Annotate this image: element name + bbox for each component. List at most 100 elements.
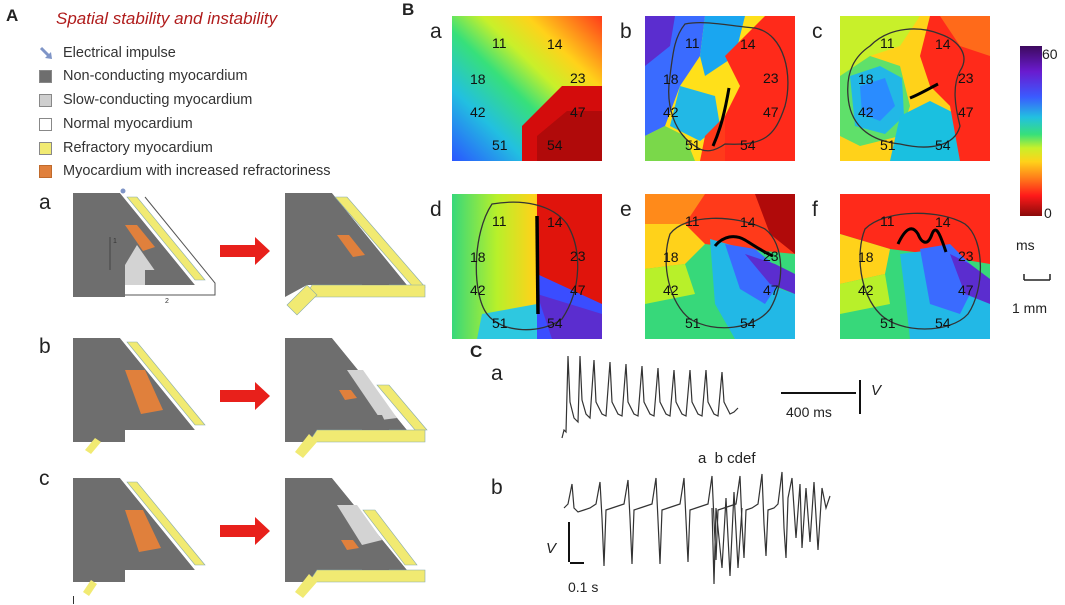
site-label: 23 bbox=[958, 70, 974, 86]
schematic-c-before bbox=[73, 478, 215, 596]
site-label: 14 bbox=[547, 214, 563, 230]
map-label-a: a bbox=[430, 20, 442, 43]
legend-swatch bbox=[39, 164, 52, 178]
site-label: 51 bbox=[880, 137, 896, 153]
legend-swatch bbox=[39, 93, 52, 107]
site-label: 51 bbox=[880, 315, 896, 331]
site-label: 18 bbox=[470, 249, 486, 265]
activation-map-d: 11 14 18 23 42 47 51 54 bbox=[452, 194, 602, 339]
schematic-b-after bbox=[285, 338, 428, 458]
site-label: 18 bbox=[470, 71, 486, 87]
site-label: 54 bbox=[935, 137, 951, 153]
tick-mark bbox=[73, 596, 74, 604]
site-label: 11 bbox=[492, 35, 507, 51]
site-label: 23 bbox=[570, 248, 586, 264]
arrow-icon bbox=[39, 46, 52, 59]
legend-swatch bbox=[39, 141, 52, 155]
panel-a-letter: A bbox=[6, 6, 19, 25]
reentry-schematics: 1 2 bbox=[73, 188, 428, 598]
ecg-trace-a bbox=[561, 355, 739, 439]
row-label-b: b bbox=[39, 335, 51, 358]
legend-item-increased: Myocardium with increased refractoriness bbox=[39, 161, 331, 181]
site-label: 23 bbox=[570, 70, 586, 86]
scale-bar bbox=[1023, 274, 1051, 281]
legend-label: Non-conducting myocardium bbox=[63, 68, 248, 84]
site-label: 14 bbox=[935, 214, 951, 230]
activation-map-b: 11 14 18 23 42 47 51 54 bbox=[645, 16, 795, 161]
activation-map-f: 11 14 18 23 42 47 51 54 bbox=[840, 194, 990, 339]
site-label: 54 bbox=[740, 137, 756, 153]
trace-label-a: a bbox=[491, 362, 503, 385]
site-label: 42 bbox=[663, 282, 679, 298]
impulse-dot bbox=[120, 188, 126, 194]
schematic-a-before: 1 2 bbox=[73, 188, 216, 305]
site-label: 11 bbox=[880, 213, 895, 229]
trace-label-b: b bbox=[491, 476, 503, 499]
map-label-b: b bbox=[620, 20, 632, 43]
site-label: 14 bbox=[740, 36, 756, 52]
site-label: 42 bbox=[663, 104, 679, 120]
legend-item-impulse: Electrical impulse bbox=[39, 43, 176, 63]
site-label: 42 bbox=[470, 104, 486, 120]
map-label-d: d bbox=[430, 198, 442, 221]
site-label: 54 bbox=[740, 315, 756, 331]
panel-a-title: Spatial stability and instability bbox=[56, 9, 278, 28]
panel-c-letter: C bbox=[470, 342, 483, 361]
time-scale-bar-a bbox=[781, 392, 856, 394]
colorbar-min-label: 0 bbox=[1044, 205, 1052, 221]
trace-markers: a b cdef bbox=[698, 450, 756, 467]
transition-arrow-c bbox=[220, 517, 270, 545]
site-label: 11 bbox=[685, 35, 700, 51]
voltage-scale-bar-b bbox=[568, 522, 570, 562]
site-label: 42 bbox=[858, 282, 874, 298]
site-label: 18 bbox=[663, 71, 679, 87]
map-label-f: f bbox=[812, 198, 818, 221]
site-label: 47 bbox=[570, 104, 586, 120]
schematic-c-after bbox=[285, 478, 427, 598]
row-label-c: c bbox=[39, 467, 50, 490]
legend-label: Slow-conducting myocardium bbox=[63, 92, 253, 108]
site-label: 47 bbox=[570, 282, 586, 298]
site-label: 23 bbox=[763, 248, 779, 264]
site-label: 47 bbox=[958, 104, 974, 120]
legend-swatch bbox=[39, 69, 52, 83]
time-scale-bar-b bbox=[570, 562, 584, 564]
site-label: 51 bbox=[685, 137, 701, 153]
legend-label: Normal myocardium bbox=[63, 116, 193, 132]
site-label: 18 bbox=[663, 249, 679, 265]
panel-b-letter: B bbox=[402, 0, 415, 19]
legend-item-slow: Slow-conducting myocardium bbox=[39, 90, 252, 110]
colorbar-max-label: 60 bbox=[1042, 46, 1058, 62]
path-label-1: 1 bbox=[113, 238, 117, 245]
legend-label: Myocardium with increased refractoriness bbox=[63, 163, 331, 179]
site-label: 18 bbox=[858, 71, 874, 87]
voltage-label-a: V bbox=[871, 382, 882, 399]
legend-item-normal: Normal myocardium bbox=[39, 114, 193, 134]
map-label-c: c bbox=[812, 20, 823, 43]
site-label: 47 bbox=[763, 282, 779, 298]
legend-swatch bbox=[39, 117, 52, 131]
site-label: 14 bbox=[740, 214, 756, 230]
site-label: 23 bbox=[763, 70, 779, 86]
site-label: 51 bbox=[685, 315, 701, 331]
activation-map-c: 11 14 18 23 42 47 51 54 bbox=[840, 16, 990, 161]
site-label: 23 bbox=[958, 248, 974, 264]
time-scale-label-a: 400 ms bbox=[786, 404, 832, 420]
site-label: 14 bbox=[547, 36, 563, 52]
voltage-label-b: V bbox=[546, 540, 557, 557]
site-label: 11 bbox=[492, 213, 507, 229]
legend-item-refractory: Refractory myocardium bbox=[39, 138, 213, 158]
site-label: 47 bbox=[958, 282, 974, 298]
activation-map-e: 11 14 18 23 42 47 51 54 bbox=[645, 194, 795, 339]
legend-item-nonconducting: Non-conducting myocardium bbox=[39, 66, 248, 86]
site-label: 14 bbox=[935, 36, 951, 52]
site-label: 51 bbox=[492, 315, 508, 331]
site-label: 47 bbox=[763, 104, 779, 120]
time-scale-label-b: 0.1 s bbox=[568, 579, 599, 595]
site-label: 54 bbox=[547, 137, 563, 153]
schematic-b-before bbox=[73, 338, 215, 454]
legend-label: Electrical impulse bbox=[63, 45, 176, 61]
map-label-e: e bbox=[620, 198, 632, 221]
transition-arrow-a bbox=[220, 237, 270, 265]
path-label-2: 2 bbox=[165, 298, 169, 305]
